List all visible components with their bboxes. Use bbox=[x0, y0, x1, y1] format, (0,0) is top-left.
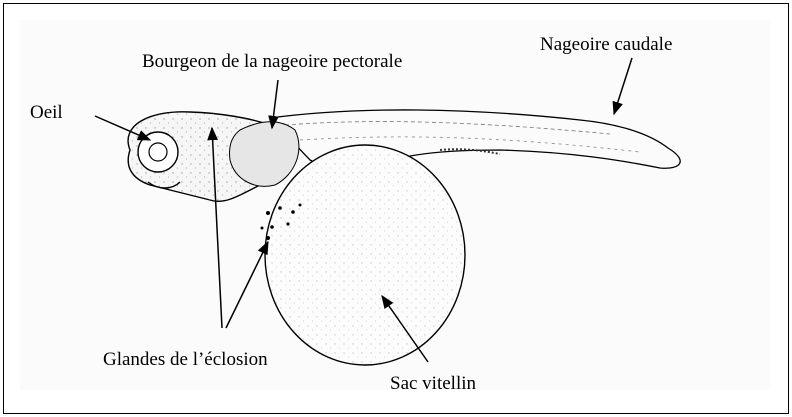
label-caudal-fin: Nageoire caudale bbox=[540, 35, 672, 54]
yolk-sac-stipple bbox=[265, 145, 465, 365]
label-eye: Oeil bbox=[30, 103, 63, 122]
eye-inner bbox=[149, 143, 167, 161]
label-hatching-glands: Glandes de l’éclosion bbox=[103, 350, 268, 369]
label-yolk-sac: Sac vitellin bbox=[390, 374, 476, 393]
label-pectoral-bud: Bourgeon de la nageoire pectorale bbox=[142, 52, 402, 71]
